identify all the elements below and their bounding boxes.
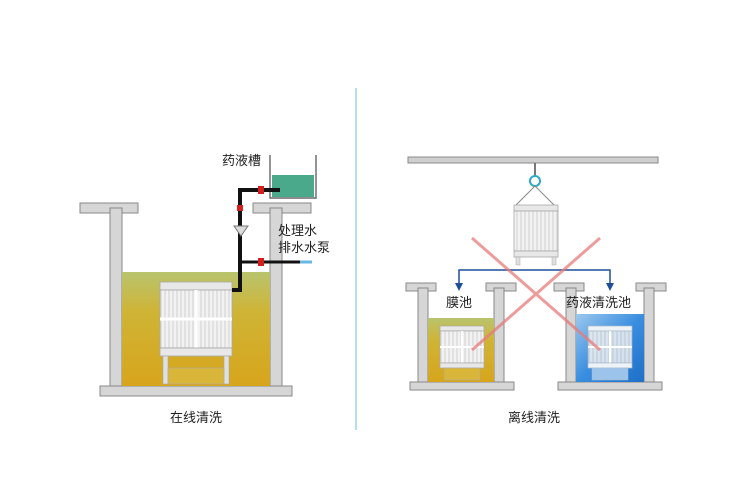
membrane-pool-label: 膜池 [446,296,472,311]
treated-water-label: 处理水 [278,224,317,239]
online-membrane-module [159,281,233,385]
transfer-arrows [455,269,614,291]
offline-caption: 离线清洗 [508,410,560,426]
chem-tank-label: 药液槽 [222,154,261,169]
valve-icon [258,186,264,194]
online-cleaning-section: 药液槽 处理水 排水水泵 在线清洗 [79,154,330,426]
chemical-wash-pool [553,282,667,391]
offline-cleaning-section: 膜池 药液清洗池 离线清洗 [405,156,667,426]
online-piping [232,186,312,292]
funnel-icon [233,225,249,237]
cross-mark-icon [471,236,601,352]
crane-hook [515,163,555,206]
membrane-pool [405,282,517,391]
crane-rail [407,156,659,164]
chemical-tank [269,155,317,199]
valve-icon [258,258,264,266]
lifted-membrane-module [513,204,559,266]
chem-wash-pool-label: 药液清洗池 [566,296,631,311]
drain-pump-label: 排水水泵 [278,241,330,256]
valve-icon [237,205,243,211]
online-caption: 在线清洗 [170,411,222,426]
